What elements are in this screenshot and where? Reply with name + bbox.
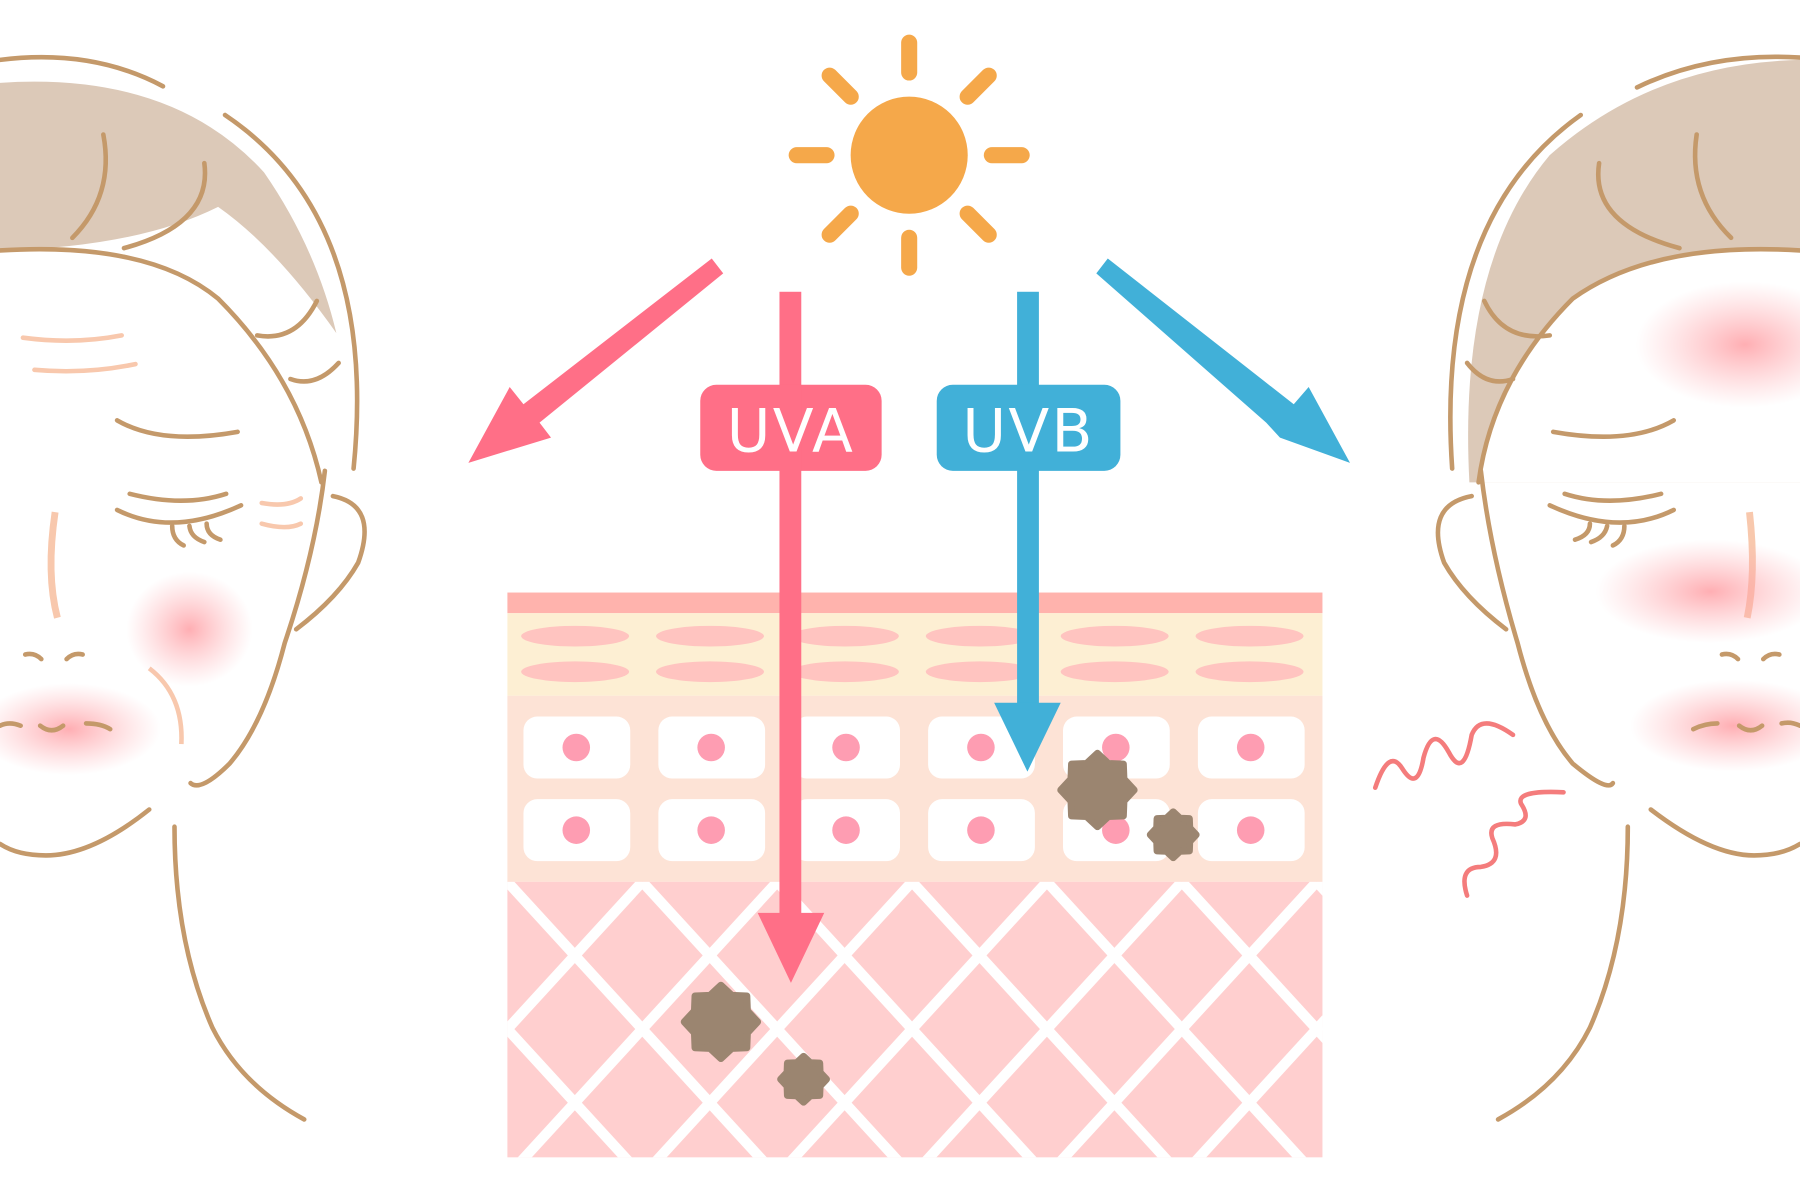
uva-label-text: UVA xyxy=(727,397,855,466)
collagen-fiber xyxy=(103,882,379,1183)
collagen-fiber xyxy=(1192,1015,1323,1158)
left-face-icon xyxy=(0,54,367,1122)
cell-nucleus xyxy=(1102,816,1130,844)
melanin-spot-icon xyxy=(680,981,762,1063)
stratum-cell xyxy=(1195,625,1304,647)
stratum-cell xyxy=(790,661,899,683)
cell-nucleus xyxy=(832,733,860,762)
collagen-fiber xyxy=(1716,882,1800,1183)
cell-nucleus xyxy=(832,816,860,844)
collagen-fiber xyxy=(652,881,916,1158)
cell-nucleus xyxy=(967,733,995,762)
uvb-label-text: UVB xyxy=(962,397,1094,466)
collagen-fiber xyxy=(1311,882,1587,1183)
collagen-fiber xyxy=(787,881,1051,1158)
stratum-cell xyxy=(790,625,899,647)
cell-nucleus xyxy=(562,733,591,762)
sun-ray xyxy=(959,67,997,105)
melanin-spot-icon xyxy=(1057,749,1138,831)
collagen-fiber xyxy=(1446,882,1722,1183)
stratum-layer xyxy=(507,613,1323,696)
stratum-cell xyxy=(521,661,630,683)
collagen-fiber xyxy=(507,881,647,1037)
cell-nucleus xyxy=(967,816,995,844)
collagen-fiber xyxy=(0,882,238,1183)
stratum-cell xyxy=(1195,661,1304,683)
collagen-fiber xyxy=(1581,882,1800,1183)
cell-nucleus xyxy=(697,733,725,762)
right-face-icon xyxy=(1372,54,1800,1122)
cell-nucleus xyxy=(1236,816,1265,844)
stratum-cell xyxy=(656,661,764,683)
sun-ray xyxy=(821,67,859,105)
collagen-fiber xyxy=(0,882,243,1183)
skin-cross-section xyxy=(0,592,1800,1183)
sun-ray xyxy=(821,205,859,243)
collagen-fiber xyxy=(1312,881,1323,896)
cell-nucleus xyxy=(697,816,725,844)
collagen-fiber xyxy=(517,881,781,1158)
collagen-fiber xyxy=(0,882,103,1183)
collagen-fiber xyxy=(507,881,512,890)
uva-label: UVA xyxy=(700,384,882,471)
uva-side-arrow-icon xyxy=(468,258,724,463)
cell-nucleus xyxy=(1236,733,1265,762)
cell-nucleus xyxy=(1102,733,1130,762)
collagen-fiber xyxy=(0,882,108,1183)
melanin-spot-icon xyxy=(777,1052,830,1106)
stratum-cell xyxy=(656,625,764,647)
collagen-fiber xyxy=(922,881,1186,1158)
melanin-spot-icon xyxy=(1146,808,1200,862)
stratum-cell xyxy=(1060,625,1169,647)
uvb-label: UVB xyxy=(936,384,1121,471)
collagen-fiber xyxy=(1721,882,1800,1183)
uvb-side-arrow-icon xyxy=(1096,258,1350,463)
epidermis-top-layer xyxy=(507,592,1323,614)
collagen-fiber xyxy=(238,882,514,1183)
collagen-fiber xyxy=(97,882,373,1183)
stratum-cell xyxy=(1060,661,1169,683)
stratum-cell xyxy=(925,661,1034,683)
sun-ray xyxy=(959,205,997,243)
sun-icon xyxy=(788,34,1030,276)
stratum-cell xyxy=(521,625,630,647)
stratum-cell xyxy=(925,625,1034,647)
collagen-fiber xyxy=(1057,881,1321,1158)
cell-nucleus xyxy=(562,816,591,844)
